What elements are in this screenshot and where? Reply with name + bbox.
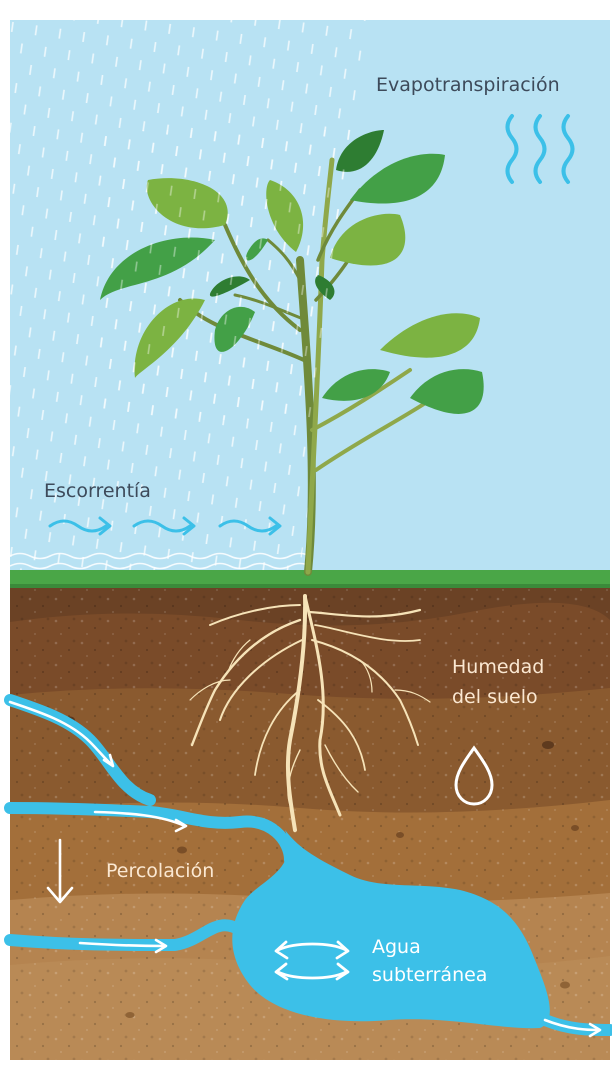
evapotranspiration-label: Evapotranspiración bbox=[376, 72, 560, 98]
runoff-label: Escorrentía bbox=[44, 478, 151, 504]
percolation-label: Percolación bbox=[106, 858, 214, 884]
soil-moisture-label-line2: del suelo bbox=[452, 684, 538, 710]
groundwater-label-line1: Agua bbox=[372, 934, 421, 960]
soil-moisture-label-line1: Humedad bbox=[452, 654, 544, 680]
groundwater-label-line2: subterránea bbox=[372, 962, 487, 988]
